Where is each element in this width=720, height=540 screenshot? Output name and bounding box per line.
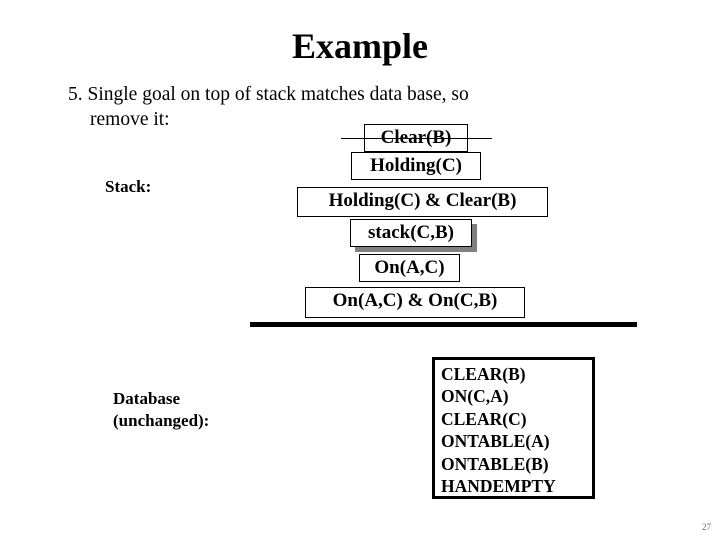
stack-label: Stack:: [105, 177, 152, 196]
database-box: CLEAR(B) ON(C,A) CLEAR(C) ONTABLE(A) ONT…: [432, 357, 595, 499]
stack-item-on-a-c: On(A,C): [359, 254, 460, 282]
stack-item-holding-c: Holding(C): [351, 152, 481, 180]
database-label: Database (unchanged):: [113, 389, 210, 430]
database-entry: ONTABLE(B): [441, 453, 549, 474]
database-entry: CLEAR(B): [441, 364, 526, 384]
bullet-text: 5. Single goal on top of stack matches d…: [68, 82, 628, 132]
page-title: Example: [291, 26, 428, 66]
database-entry: HANDEMPTY: [441, 476, 556, 497]
page-number: 27: [702, 522, 711, 532]
database-entry: ON(C,A): [441, 386, 509, 407]
stack-item-stack-c-b: stack(C,B): [350, 219, 472, 247]
stack-item-on-a-c-and-on-c-b: On(A,C) & On(C,B): [305, 287, 525, 318]
bullet-line-2: remove it:: [90, 109, 170, 130]
database-entry: CLEAR(C): [441, 408, 527, 429]
strikethrough-line-clear-b: [341, 138, 492, 139]
stack-item-holding-c-and-clear-b: Holding(C) & Clear(B): [297, 187, 548, 217]
database-entry: ONTABLE(A): [441, 431, 550, 452]
horizontal-divider-rule: [250, 322, 637, 327]
bullet-line-1: 5. Single goal on top of stack matches d…: [68, 84, 469, 105]
